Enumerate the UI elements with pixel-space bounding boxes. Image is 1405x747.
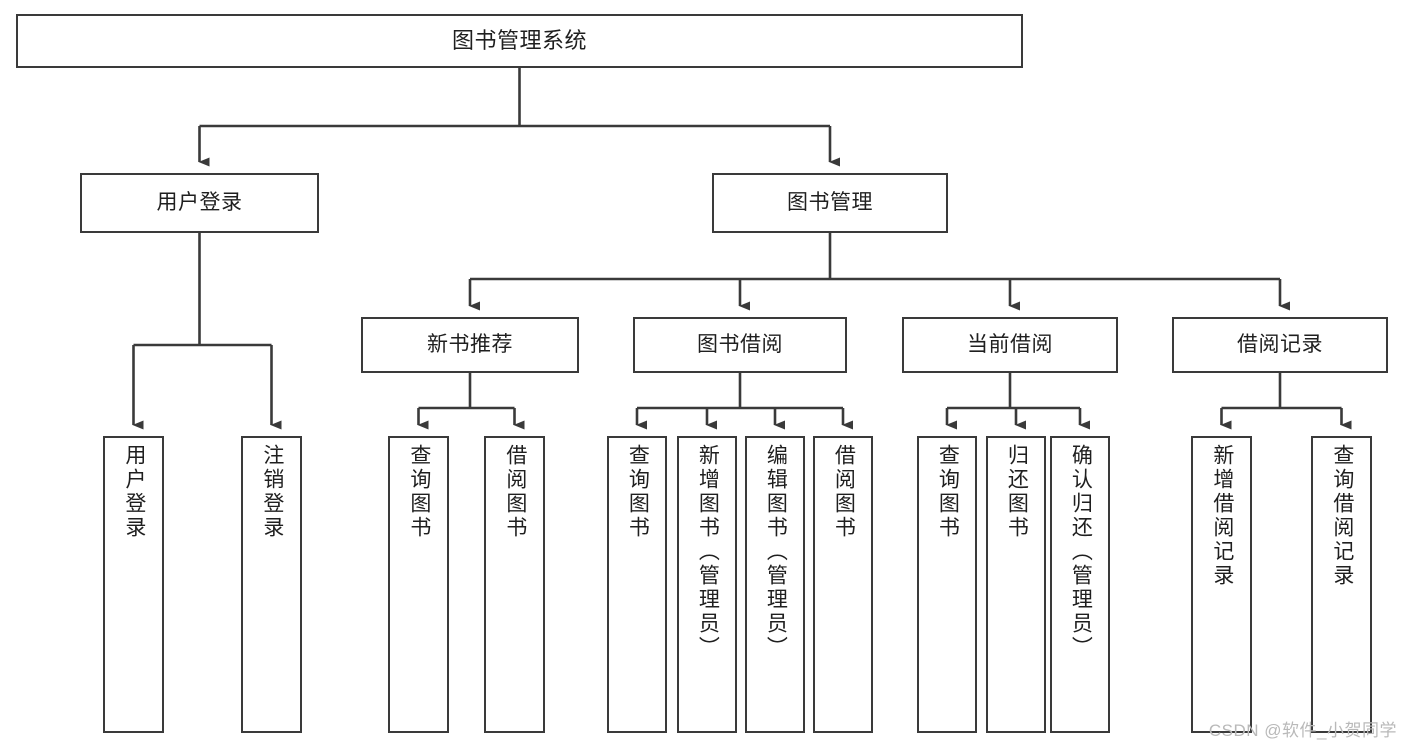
node-leaf-borrow-2[interactable]: 借阅图书 (813, 436, 873, 733)
node-leaf-query-1[interactable]: 查询图书 (388, 436, 449, 733)
node-label-leaf-add-rec: 新增借阅记录 (1210, 444, 1234, 588)
node-label-leaf-edit-book: 编辑图书（管理员） (764, 444, 788, 660)
node-label-book-manage: 图书管理 (787, 191, 873, 215)
node-book-borrow[interactable]: 图书借阅 (633, 317, 847, 373)
node-label-root: 图书管理系统 (451, 27, 587, 53)
node-leaf-edit-book[interactable]: 编辑图书（管理员） (745, 436, 805, 733)
watermark-text: CSDN @软件_小贺同学 (1208, 721, 1397, 740)
node-label-leaf-add-book: 新增图书（管理员） (696, 444, 720, 660)
node-leaf-borrow-1[interactable]: 借阅图书 (484, 436, 545, 733)
node-label-current-borrow: 当前借阅 (967, 333, 1053, 357)
node-label-new-book-rec: 新书推荐 (427, 333, 513, 357)
node-label-leaf-return: 归还图书 (1005, 444, 1029, 540)
node-label-leaf-user-login: 用户登录 (122, 444, 146, 540)
node-new-book-rec[interactable]: 新书推荐 (361, 317, 579, 373)
node-borrow-record[interactable]: 借阅记录 (1172, 317, 1388, 373)
node-label-leaf-logout: 注销登录 (260, 444, 284, 540)
node-leaf-user-login[interactable]: 用户登录 (103, 436, 164, 733)
node-label-leaf-query-rec: 查询借阅记录 (1330, 444, 1354, 588)
node-label-leaf-query-1: 查询图书 (407, 444, 431, 540)
node-user-login[interactable]: 用户登录 (80, 173, 319, 233)
node-label-leaf-query-3: 查询图书 (936, 444, 960, 540)
node-current-borrow[interactable]: 当前借阅 (902, 317, 1118, 373)
node-leaf-confirm[interactable]: 确认归还（管理员） (1050, 436, 1110, 733)
node-label-borrow-record: 借阅记录 (1237, 333, 1323, 357)
node-leaf-add-book[interactable]: 新增图书（管理员） (677, 436, 737, 733)
node-label-leaf-borrow-1: 借阅图书 (503, 444, 527, 540)
node-leaf-query-rec[interactable]: 查询借阅记录 (1311, 436, 1372, 733)
node-label-book-borrow: 图书借阅 (697, 333, 783, 357)
node-root[interactable]: 图书管理系统 (16, 14, 1023, 68)
node-label-leaf-borrow-2: 借阅图书 (832, 444, 856, 540)
node-leaf-query-3[interactable]: 查询图书 (917, 436, 977, 733)
node-leaf-add-rec[interactable]: 新增借阅记录 (1191, 436, 1252, 733)
node-book-manage[interactable]: 图书管理 (712, 173, 948, 233)
node-label-leaf-query-2: 查询图书 (626, 444, 650, 540)
node-label-user-login: 用户登录 (156, 191, 243, 215)
node-leaf-return[interactable]: 归还图书 (986, 436, 1046, 733)
node-leaf-query-2[interactable]: 查询图书 (607, 436, 667, 733)
node-label-leaf-confirm: 确认归还（管理员） (1069, 444, 1093, 660)
node-leaf-logout[interactable]: 注销登录 (241, 436, 302, 733)
